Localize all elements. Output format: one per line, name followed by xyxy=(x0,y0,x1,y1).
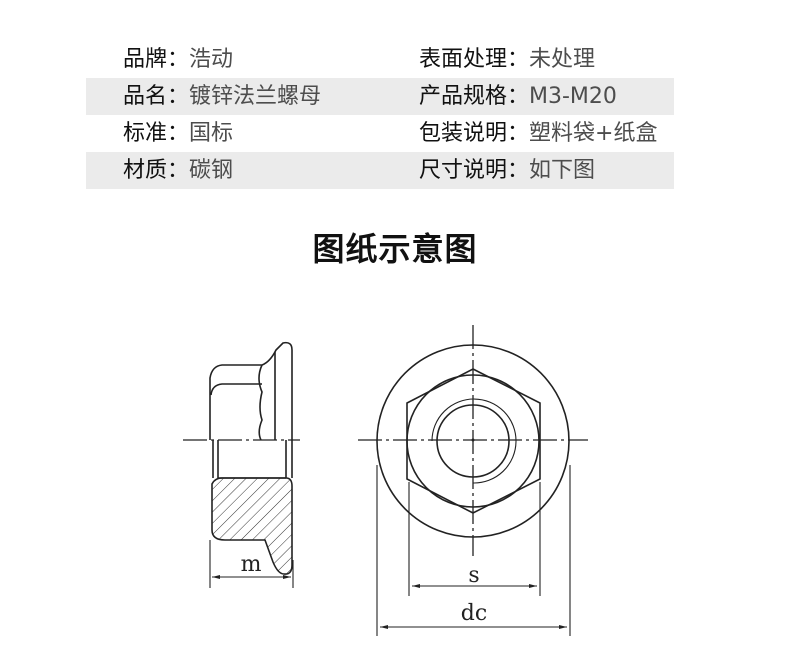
spec-row: 标准：国标 包装说明：塑料袋+纸盒 xyxy=(86,115,674,152)
dimension-label-m: m xyxy=(241,552,262,577)
spec-dimensions: 尺寸说明：如下图 xyxy=(419,152,595,189)
spec-material: 材质：碳钢 xyxy=(123,152,233,189)
spec-label: 产品规格： xyxy=(419,84,530,109)
dimension-label-s: s xyxy=(468,563,479,588)
spec-row: 品牌：浩动 表面处理：未处理 xyxy=(86,41,674,78)
spec-standard: 标准：国标 xyxy=(123,115,233,152)
front-view xyxy=(358,325,588,636)
drawing-title: 图纸示意图 xyxy=(312,230,478,268)
spec-product-name: 品名：镀锌法兰螺母 xyxy=(123,78,321,115)
spec-table: 品牌：浩动 表面处理：未处理 品名：镀锌法兰螺母 产品规格：M3-M20 标准：… xyxy=(86,41,674,189)
spec-value: 塑料袋+纸盒 xyxy=(529,121,658,146)
dimension-label-dc: dc xyxy=(461,601,487,626)
spec-label: 品名： xyxy=(123,84,190,109)
spec-surface-treatment: 表面处理：未处理 xyxy=(419,41,595,78)
spec-value: 未处理 xyxy=(529,47,596,72)
spec-label: 包装说明： xyxy=(419,121,530,146)
spec-label: 表面处理： xyxy=(419,47,530,72)
spec-value: M3-M20 xyxy=(529,84,617,109)
spec-value: 浩动 xyxy=(189,47,234,72)
spec-label: 标准： xyxy=(123,121,190,146)
spec-label: 尺寸说明： xyxy=(419,158,530,183)
side-view xyxy=(183,341,300,588)
spec-brand: 品牌：浩动 xyxy=(123,41,233,78)
spec-value: 如下图 xyxy=(529,158,596,183)
spec-value: 碳钢 xyxy=(189,158,234,183)
spec-packaging: 包装说明：塑料袋+纸盒 xyxy=(419,115,657,152)
spec-row: 材质：碳钢 尺寸说明：如下图 xyxy=(86,152,674,189)
spec-size-range: 产品规格：M3-M20 xyxy=(419,78,617,115)
spec-value: 镀锌法兰螺母 xyxy=(189,84,322,109)
spec-label: 材质： xyxy=(123,158,190,183)
spec-value: 国标 xyxy=(189,121,234,146)
spec-label: 品牌： xyxy=(123,47,190,72)
spec-row: 品名：镀锌法兰螺母 产品规格：M3-M20 xyxy=(86,78,674,115)
